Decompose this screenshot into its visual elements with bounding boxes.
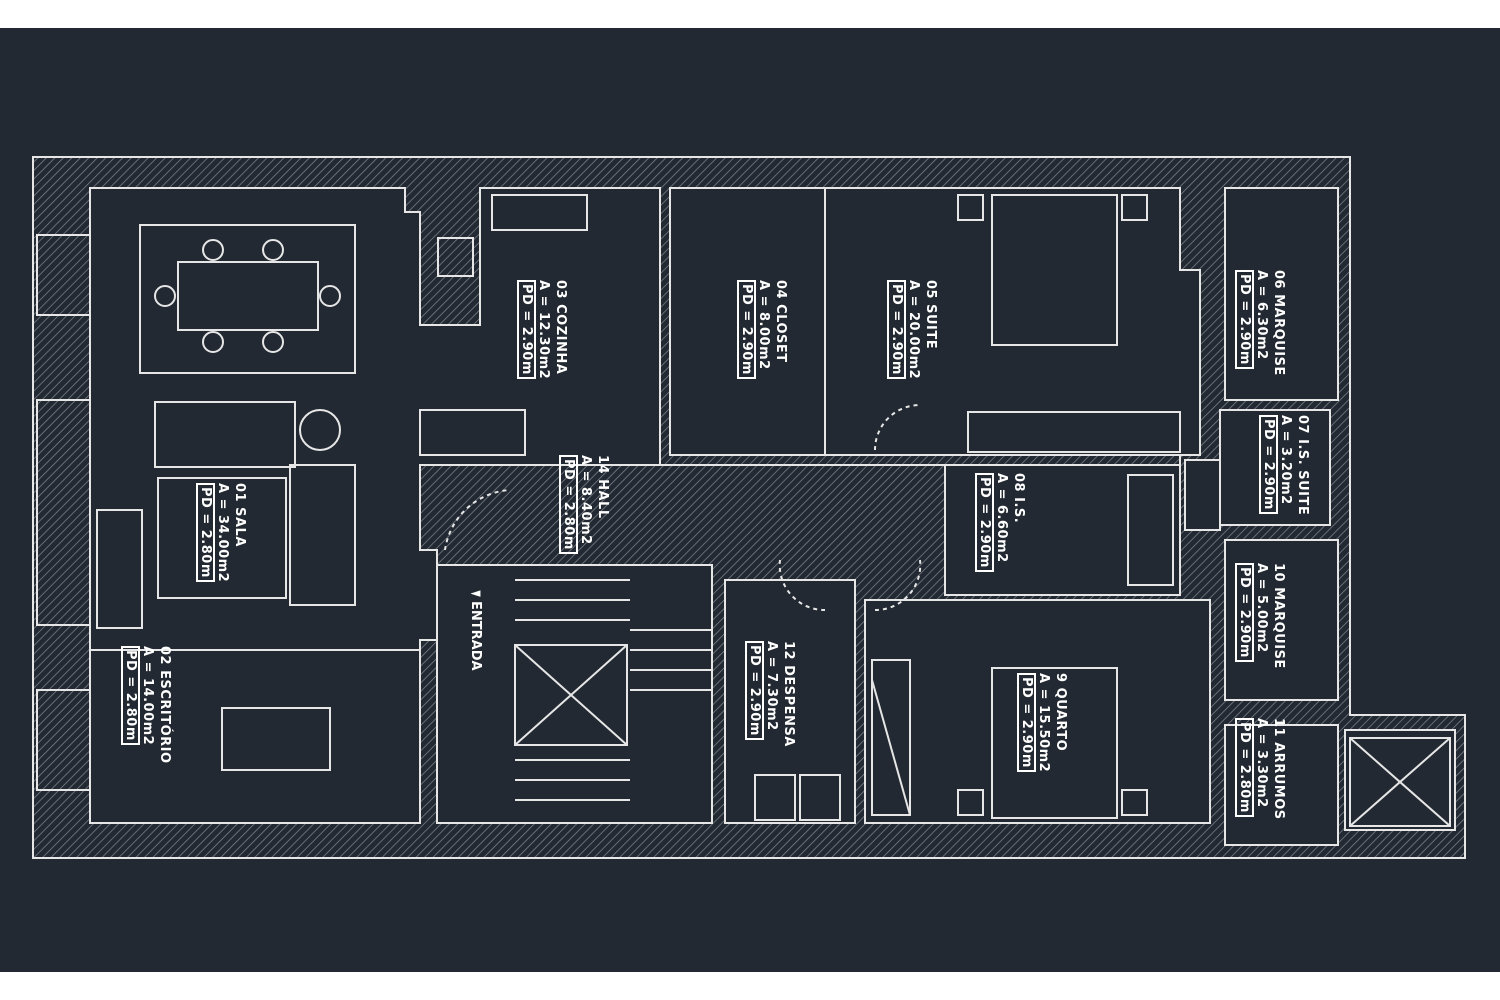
room-name: 14 HALL <box>595 455 610 519</box>
room-ceiling-height: PD = 2.80m <box>559 455 578 554</box>
suite-bed <box>991 194 1118 346</box>
room-name: 03 COZINHA <box>553 280 568 375</box>
room-area: A = 8.00m2 <box>756 280 771 370</box>
entrance-label: ◄ENTRADA <box>468 586 483 671</box>
room-ceiling-height: PD = 2.90m <box>1235 563 1254 662</box>
room-ceiling-height: PD = 2.80m <box>196 483 215 582</box>
room-ceiling-height: PD = 2.90m <box>737 280 756 379</box>
quarto-bed <box>991 667 1118 819</box>
room-ceiling-height: PD = 2.90m <box>1259 415 1278 514</box>
room-area: A = 5.00m2 <box>1254 563 1269 653</box>
room-name: 12 DESPENSA <box>781 641 796 747</box>
room-area: A = 3.30m2 <box>1254 718 1269 808</box>
room-name: 9 QUARTO <box>1053 673 1068 752</box>
room-ceiling-height: PD = 2.90m <box>745 641 764 740</box>
sofa <box>154 401 296 468</box>
room-ceiling-height: PD = 2.90m <box>517 280 536 379</box>
room-ceiling-height: PD = 2.90m <box>975 473 994 572</box>
room-area: A = 6.60m2 <box>994 473 1009 563</box>
room-name: 07 I.S. SUITE <box>1295 415 1310 516</box>
dining-table <box>177 261 319 331</box>
room-area: A = 12.30m2 <box>536 280 551 380</box>
room-name: 10 MARQUISE <box>1271 563 1286 669</box>
room-ceiling-height: PD = 2.80m <box>1235 718 1254 817</box>
room-name: 01 SALA <box>232 483 247 547</box>
coffee-table <box>157 477 287 599</box>
room-area: A = 14.00m2 <box>140 646 155 746</box>
staircase <box>514 579 712 801</box>
desk <box>221 707 331 771</box>
room-name: 02 ESCRITÓRIO <box>157 646 172 764</box>
tv-unit <box>96 509 143 629</box>
elevator <box>1349 737 1451 827</box>
room-area: A = 20.00m2 <box>906 280 921 380</box>
room-area: A = 8.40m2 <box>578 455 593 545</box>
room-ceiling-height: PD = 2.80m <box>121 646 140 745</box>
room-area: A = 6.30m2 <box>1254 270 1269 360</box>
room-ceiling-height: PD = 2.90m <box>887 280 906 379</box>
room-area: A = 34.00m2 <box>215 483 230 583</box>
room-name: 04 CLOSET <box>773 280 788 363</box>
room-name: 05 SUITE <box>923 280 938 350</box>
rug <box>139 224 356 374</box>
room-area: A = 7.30m2 <box>764 641 779 731</box>
room-name: 08 I.S. <box>1011 473 1026 524</box>
room-ceiling-height: PD = 2.90m <box>1017 673 1036 772</box>
room-name: 11 ARRUMOS <box>1271 718 1286 820</box>
room-area: A = 3.20m2 <box>1278 415 1293 505</box>
room-ceiling-height: PD = 2.90m <box>1235 270 1254 369</box>
floor-plan-drawing <box>32 156 1466 859</box>
room-area: A = 15.50m2 <box>1036 673 1051 773</box>
room-name: 06 MARQUISE <box>1271 270 1286 376</box>
